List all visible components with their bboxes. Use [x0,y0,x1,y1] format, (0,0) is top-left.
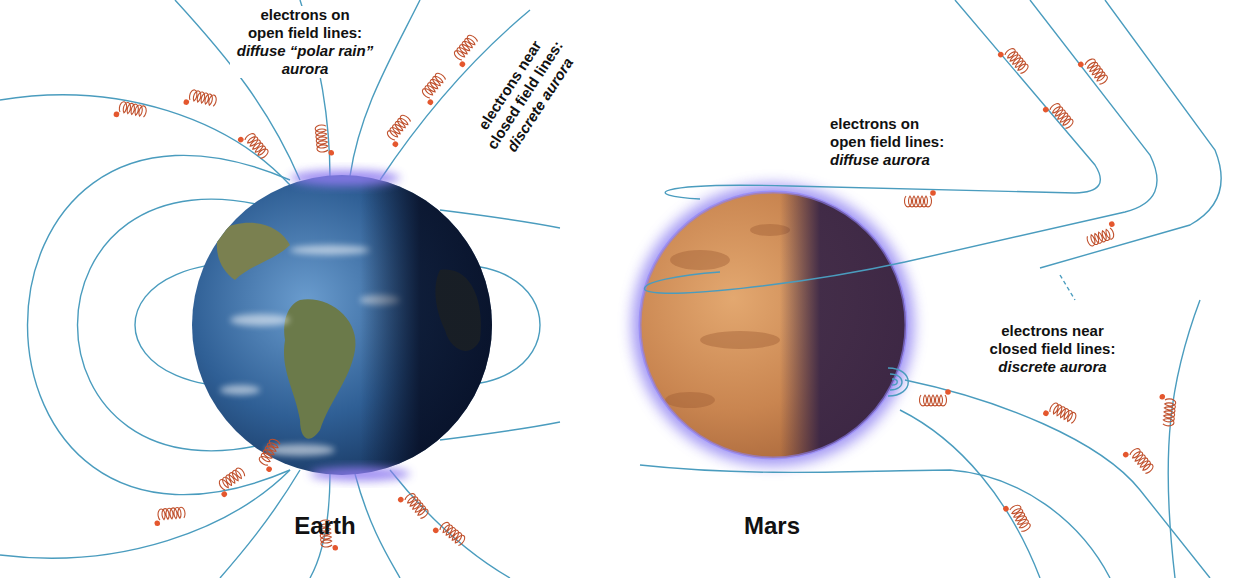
earth-globe [192,170,500,481]
label-slot: electrons on open field lines: [828,115,952,151]
aurora-annotation: electrons on open field lines: [828,115,952,151]
aurora-annotation: diffuse “polar rain” aurora [230,42,380,78]
label-slot: diffuse aurora [828,151,978,169]
aurora-annotation: electrons on open field lines: [243,6,367,42]
label-slot: Earth [265,512,385,540]
label-slot: Mars [712,512,832,540]
aurora-annotation: discrete aurora [996,358,1108,376]
aurora-annotation: diffuse aurora [828,151,932,169]
earth-electron-spirals [113,33,483,551]
earth-field-lines [0,0,560,578]
label-slot: electrons near closed field lines: [985,322,1120,358]
aurora-annotation: electrons near closed field lines: [985,322,1120,358]
label-slot: diffuse “polar rain” aurora [230,42,380,78]
mars-field-lines [640,0,1221,578]
label-slot: discrete aurora [985,358,1120,376]
mars-globe [632,184,914,466]
planet-name: Earth [292,512,357,540]
rotated-label-group: electrons near closed field lines:discre… [464,22,586,169]
label-slot: electrons on open field lines: [243,6,367,42]
planet-name: Mars [742,512,802,540]
